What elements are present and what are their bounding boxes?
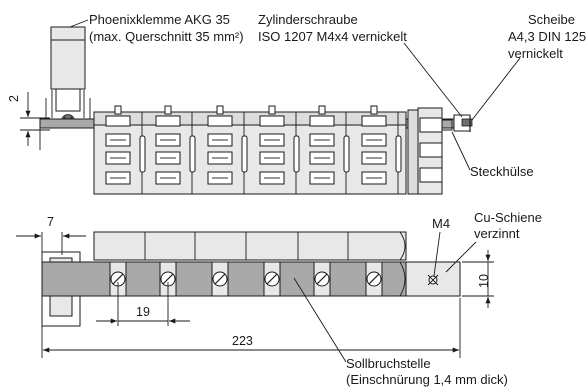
top-view <box>41 231 461 327</box>
terminal-module <box>105 105 146 194</box>
rail-top <box>41 261 461 297</box>
terminal-top-strip <box>93 231 407 261</box>
screw-icon <box>365 261 383 297</box>
screw-icon <box>313 261 331 297</box>
label-scheibe-1: Scheibe <box>528 12 575 27</box>
terminal-module <box>155 105 196 194</box>
label-zylinder-1: Zylinderschraube <box>258 12 358 27</box>
dimension-length-223: 223 <box>43 298 461 358</box>
terminal-module <box>361 105 402 194</box>
dim-223-label: 223 <box>232 334 253 348</box>
terminal-block-side <box>93 105 407 195</box>
label-steckhuelse: Steckhülse <box>470 164 534 179</box>
label-zylinder-2: ISO 1207 M4x4 vernickelt <box>258 29 407 44</box>
label-soll-1: Sollbruchstelle <box>346 356 431 371</box>
terminal-module <box>259 105 300 194</box>
dimension-height-10: 10 <box>462 250 494 308</box>
phoenix-terminal <box>45 26 91 128</box>
label-phoenix-2: (max. Querschnitt 35 mm²) <box>89 29 244 44</box>
screw-washer-icon <box>461 118 473 127</box>
label-cu-1: Cu-Schiene <box>474 210 542 225</box>
terminal-module <box>207 105 248 194</box>
end-connector <box>407 107 473 195</box>
dimension-width-7: 7 <box>16 215 86 358</box>
dim-19-label: 19 <box>136 305 150 319</box>
dim-7-label: 7 <box>47 215 54 229</box>
label-scheibe-3: vernickelt <box>508 46 563 61</box>
label-cu-2: verzinnt <box>474 226 520 241</box>
dim-10-label: 10 <box>477 274 491 288</box>
terminal-module <box>309 105 350 194</box>
dim-2-label: 2 <box>7 95 21 102</box>
label-m4: M4 <box>432 216 450 231</box>
dimension-pitch-19: 19 <box>96 282 190 326</box>
screw-icon <box>211 261 229 297</box>
label-soll-2: (Einschnürung 1,4 mm dick) <box>346 372 508 387</box>
screw-icon <box>263 261 281 297</box>
label-phoenix-1: Phoenixklemme AKG 35 <box>89 12 230 27</box>
dimension-height-2: 2 <box>7 92 50 146</box>
side-view: 2 <box>7 26 473 195</box>
label-scheibe-2: A4,3 DIN 125 <box>508 29 586 44</box>
